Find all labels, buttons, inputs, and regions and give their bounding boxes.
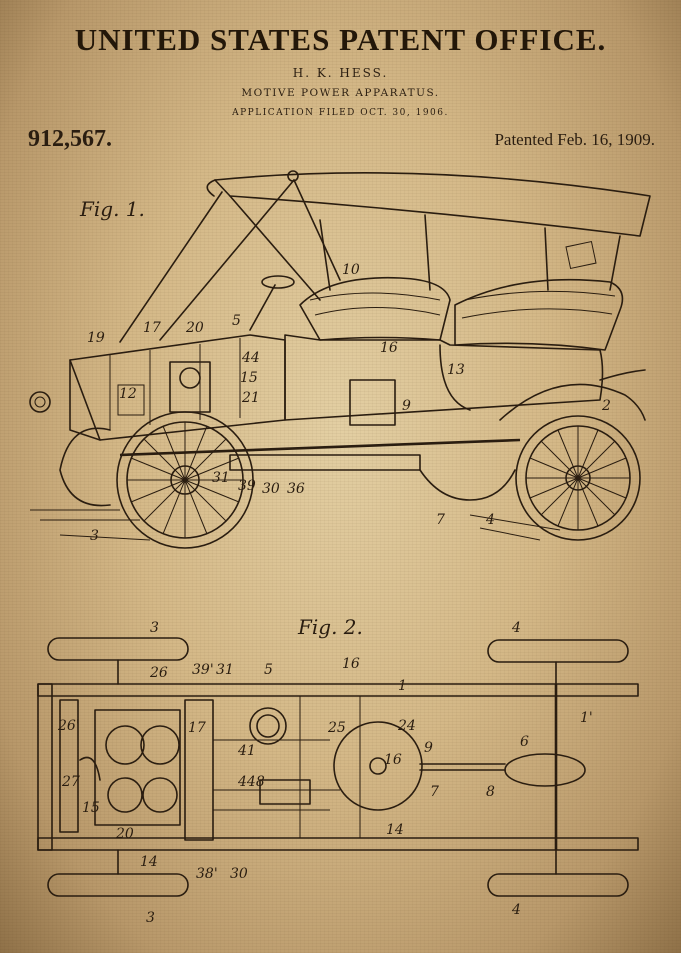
fig2-ref-20: 20: [115, 826, 134, 842]
fig2-ref-38: 38': [196, 866, 218, 882]
fig2-ref-39: 39': [192, 662, 214, 678]
tank: [349, 379, 396, 426]
patent-number: 912,567.: [28, 126, 112, 152]
fig1-ref-36: 36: [287, 481, 305, 497]
rear-fender: [499, 383, 646, 421]
fig1-ref-44: 44: [241, 350, 260, 366]
fig1-ref-9: 9: [402, 398, 411, 414]
steering-wheel: [261, 275, 295, 289]
fig1-ref-15: 15: [240, 370, 258, 386]
chassis-frame: [119, 438, 521, 457]
fig2-ref-24: 24: [397, 718, 416, 734]
engine-hood: [69, 334, 286, 441]
patented-date: Patented Feb. 16, 1909.: [494, 130, 655, 149]
fig2-ref-5: 5: [264, 662, 273, 678]
fig1-ref-20: 20: [185, 320, 204, 336]
fig2-label: Fig. 2.: [297, 615, 363, 639]
fig1-ref-4: 4: [485, 512, 495, 528]
fig2-ref-7: 7: [430, 784, 439, 800]
inventor-name: H. K. HESS.: [292, 66, 389, 80]
frame-front: [37, 683, 53, 851]
fig2-ref-9: 9: [424, 740, 433, 756]
fig2-ref-1: 1: [398, 678, 407, 694]
wheel-rear-right: [487, 873, 629, 897]
fig2-ref-6: 6: [520, 734, 529, 750]
fig2-ref-16: 16: [342, 656, 360, 672]
steering-column: [249, 284, 276, 331]
wheel-front-right: [47, 873, 189, 897]
far-rear-wheel: [419, 469, 516, 501]
drive-shaft: [419, 763, 506, 771]
battery-box: [259, 779, 311, 805]
fig1-ref-10: 10: [342, 262, 360, 278]
filing-date: APPLICATION FILED OCT. 30, 1906.: [232, 108, 449, 118]
cylinder-a: [105, 725, 145, 765]
cylinder-b: [140, 725, 180, 765]
fig1-ref-17: 17: [143, 320, 161, 336]
fig2-ref-17: 17: [188, 720, 206, 736]
fig2-ref-16-disk: 16: [384, 752, 402, 768]
front-seat: [299, 276, 451, 341]
fig1-ref-21: 21: [241, 390, 260, 406]
crossmember: [184, 699, 214, 841]
canopy-strut: [119, 191, 223, 343]
fig2-ref-15: 15: [82, 800, 100, 816]
fig1-ref-12: 12: [119, 386, 137, 402]
office-heading: UNITED STATES PATENT OFFICE.: [74, 22, 607, 57]
fig1-ref-7: 7: [436, 512, 445, 528]
fig2-ref-1-prime: 1': [580, 710, 593, 726]
fig2-ref-41: 41: [237, 743, 256, 759]
fig1-label: Fig. 1.: [79, 197, 145, 221]
fig1-ref-16: 16: [380, 340, 398, 356]
cylinder-c: [107, 777, 143, 813]
fig2-ref-26: 26: [149, 665, 168, 681]
flywheel: [333, 721, 423, 811]
fig2-ref-14-b: 14: [140, 854, 158, 870]
fig1-ref-2: 2: [601, 398, 611, 414]
front-wheel: [116, 411, 254, 549]
fig1-ref-3: 3: [90, 528, 99, 544]
fig2-ref-31: 31: [216, 662, 234, 678]
rear-wheel: [515, 415, 641, 541]
fig2-ref-26-prime: 26': [57, 718, 80, 734]
ground-shading: [30, 509, 561, 541]
canopy-top: [214, 172, 651, 237]
differential: [504, 753, 586, 787]
fig2-ref-8: 8: [486, 784, 495, 800]
car-body: [284, 334, 604, 421]
canopy-bow: [287, 170, 299, 182]
fig2-ref-25: 25: [327, 720, 346, 736]
fig2-ref-14: 14: [386, 822, 404, 838]
fig2-ref-27: 27: [61, 774, 80, 790]
fig1-ref-19: 19: [87, 330, 105, 346]
wheel-rear-left: [487, 639, 629, 663]
steering-wheel-plan: [249, 707, 287, 745]
wheel-front-left: [47, 637, 189, 661]
frame-rail-top: [37, 683, 639, 697]
headlamp: [29, 391, 51, 413]
fig2-ref-4-bottom: 4: [511, 902, 521, 918]
far-front-wheel: [59, 427, 111, 507]
fan: [79, 756, 101, 781]
fig2-ref-3-top: 3: [150, 620, 159, 636]
fig2-ref-30: 30: [230, 866, 248, 882]
rear-window: [565, 240, 597, 270]
fig1-ref-30: 30: [262, 481, 280, 497]
fig2-ref-3-bottom: 3: [146, 910, 155, 926]
fig1-ref-5: 5: [232, 313, 241, 329]
fig1-ref-31: 31: [212, 470, 230, 486]
rear-seat: [454, 278, 624, 351]
engine-block: [169, 361, 211, 413]
fig2-ref-448: 448: [237, 774, 265, 790]
fig1-ref-39: 39: [238, 478, 256, 494]
fig2-ref-4-top: 4: [511, 620, 521, 636]
fig1-ref-13: 13: [447, 362, 465, 378]
invention-title: MOTIVE POWER APPARATUS.: [241, 87, 440, 99]
cylinder-d: [142, 777, 178, 813]
